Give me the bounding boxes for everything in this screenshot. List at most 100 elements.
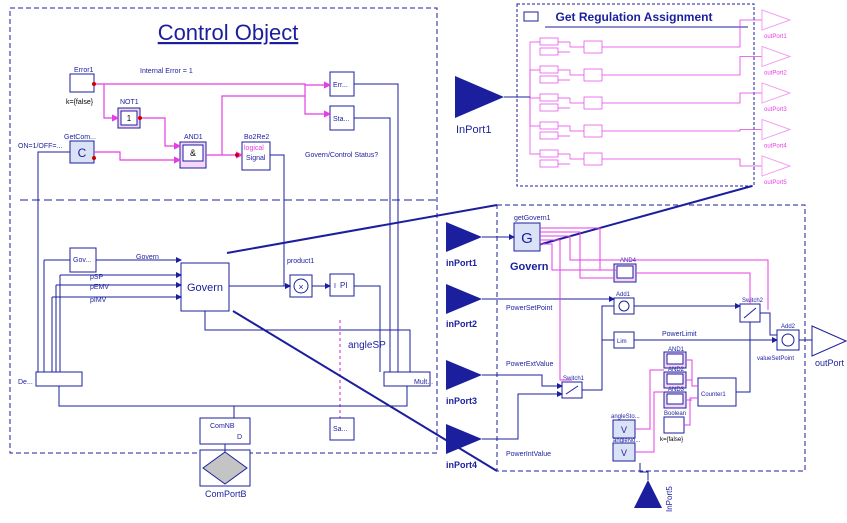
- not1-symbol: 1: [127, 114, 132, 123]
- switch2-label: Switch2: [742, 298, 764, 304]
- inport2-label: inPort2: [446, 319, 477, 329]
- control-wires: [37, 83, 411, 452]
- sa-label: Sa...: [333, 426, 347, 433]
- comnb-block[interactable]: [199, 417, 251, 445]
- inport5-label: InPort5: [665, 486, 674, 512]
- de-label: De...: [18, 379, 33, 386]
- getgovern-block[interactable]: [513, 222, 541, 252]
- counter1-label: Counter1: [701, 392, 726, 398]
- reg-outport-triangle[interactable]: [761, 9, 792, 31]
- bo2re2-block[interactable]: [241, 141, 271, 171]
- and1-label: AND1: [184, 134, 203, 141]
- govern-detail-frame: [496, 204, 806, 472]
- anglesto-label: angleSto...: [611, 414, 640, 420]
- regulation-title: Get Regulation Assignment: [556, 10, 713, 24]
- reg-input-block: [539, 47, 559, 56]
- getcom-label: GetCom...: [64, 134, 96, 141]
- pi-label: PI: [340, 281, 348, 290]
- anglesto-symbol: V: [621, 425, 627, 435]
- reg-outport-triangle[interactable]: [761, 118, 792, 141]
- sta-label: Sta...: [333, 116, 349, 123]
- reg-input-block: [539, 65, 559, 74]
- reg-out-wire: [602, 92, 762, 104]
- inport2-triangle[interactable]: [446, 284, 482, 314]
- onoff-label: ON=1/OFF=...: [18, 143, 62, 150]
- reg-row-wire: [529, 69, 584, 97]
- reg-gate-block: [583, 40, 603, 54]
- reg-input-block: [539, 37, 559, 46]
- powerintvalue-label: PowerIntValue: [506, 451, 551, 458]
- comportb-label: ComPortB: [205, 489, 247, 499]
- reg-input-block: [539, 93, 559, 102]
- comnb-label: ComNB: [210, 423, 235, 430]
- control-object-frame: [9, 7, 438, 454]
- reg-out-wire: [602, 158, 762, 167]
- reg-input-block: [539, 75, 559, 84]
- reg-outport-label: outPort1: [764, 34, 787, 40]
- inport1-big-triangle[interactable]: [455, 76, 504, 118]
- reg-gate-block: [583, 68, 603, 82]
- counter1-block[interactable]: [697, 377, 737, 407]
- and1-symbol: &: [190, 148, 196, 158]
- and-gate-label: AND2: [668, 367, 685, 373]
- regulation-rows: [529, 37, 603, 168]
- not1-label: NOT1: [120, 99, 139, 106]
- reg-input-block: [539, 103, 559, 112]
- logical-label: logical: [244, 145, 264, 152]
- reg-gate-block: [583, 124, 603, 138]
- and-gate-label: AND3: [668, 387, 685, 393]
- signal-label: Signal: [246, 155, 266, 162]
- getcom-symbol: C: [78, 146, 87, 160]
- inport1-big-label: InPort1: [456, 124, 491, 136]
- inport1-triangle[interactable]: [446, 222, 482, 252]
- inport3-label: inPort3: [446, 396, 477, 406]
- reg-outport-triangle[interactable]: [761, 155, 792, 177]
- error1-block[interactable]: [69, 73, 95, 93]
- de-block[interactable]: [35, 371, 83, 387]
- boolean-param: k={false}: [660, 437, 683, 443]
- product1-label: product1: [287, 258, 314, 265]
- internal-error-label: Internal Error = 1: [140, 68, 193, 75]
- govern-wire-label: Govern: [136, 254, 159, 261]
- reg-input-block: [539, 149, 559, 158]
- govern-detail-label: Govern: [510, 261, 549, 273]
- inport1-label: inPort1: [446, 258, 477, 268]
- angleno-symbol: V: [621, 448, 627, 458]
- sa-block[interactable]: [329, 417, 355, 441]
- reg-out-wire: [602, 19, 762, 48]
- sta-block[interactable]: [329, 105, 355, 131]
- and-gate-inner: [666, 353, 684, 365]
- reg-gate-block: [583, 152, 603, 166]
- reg-out-wire: [602, 129, 762, 132]
- svg-text:×: ×: [298, 282, 303, 292]
- inport4-label: inPort4: [446, 460, 477, 470]
- switch1-label: Switch1: [563, 376, 585, 382]
- inport4-triangle[interactable]: [446, 424, 482, 454]
- pi-i-label: I: [334, 283, 336, 290]
- outport-label: outPort: [815, 358, 845, 368]
- reg-outport-label: outPort5: [764, 180, 787, 186]
- logic-wires: [94, 81, 341, 420]
- inport3-triangle[interactable]: [446, 360, 482, 390]
- inport5-triangle[interactable]: [634, 480, 662, 508]
- error1-label: Error1: [74, 67, 94, 74]
- valuesetpoint-label: valueSetPoint: [757, 356, 794, 362]
- bo2re2-label: Bo2Re2: [244, 134, 269, 141]
- govern-detail-wires: [482, 234, 812, 480]
- and-gate-inner: [666, 393, 684, 405]
- powerextvalue-label: PowerExtValue: [506, 361, 553, 368]
- reg-out-wire: [602, 56, 762, 76]
- boolean-block[interactable]: [663, 416, 685, 434]
- reg-outport-label: outPort3: [764, 107, 787, 113]
- reg-outport-triangle[interactable]: [761, 45, 792, 68]
- comportb-diamond[interactable]: [202, 451, 248, 485]
- mult-label: Mult...: [414, 379, 433, 386]
- reg-outport-label: outPort4: [764, 144, 787, 150]
- reg-outport-triangle[interactable]: [761, 82, 792, 104]
- outport-triangle[interactable]: [811, 325, 847, 357]
- powerlimit-label: PowerLimit: [662, 331, 697, 338]
